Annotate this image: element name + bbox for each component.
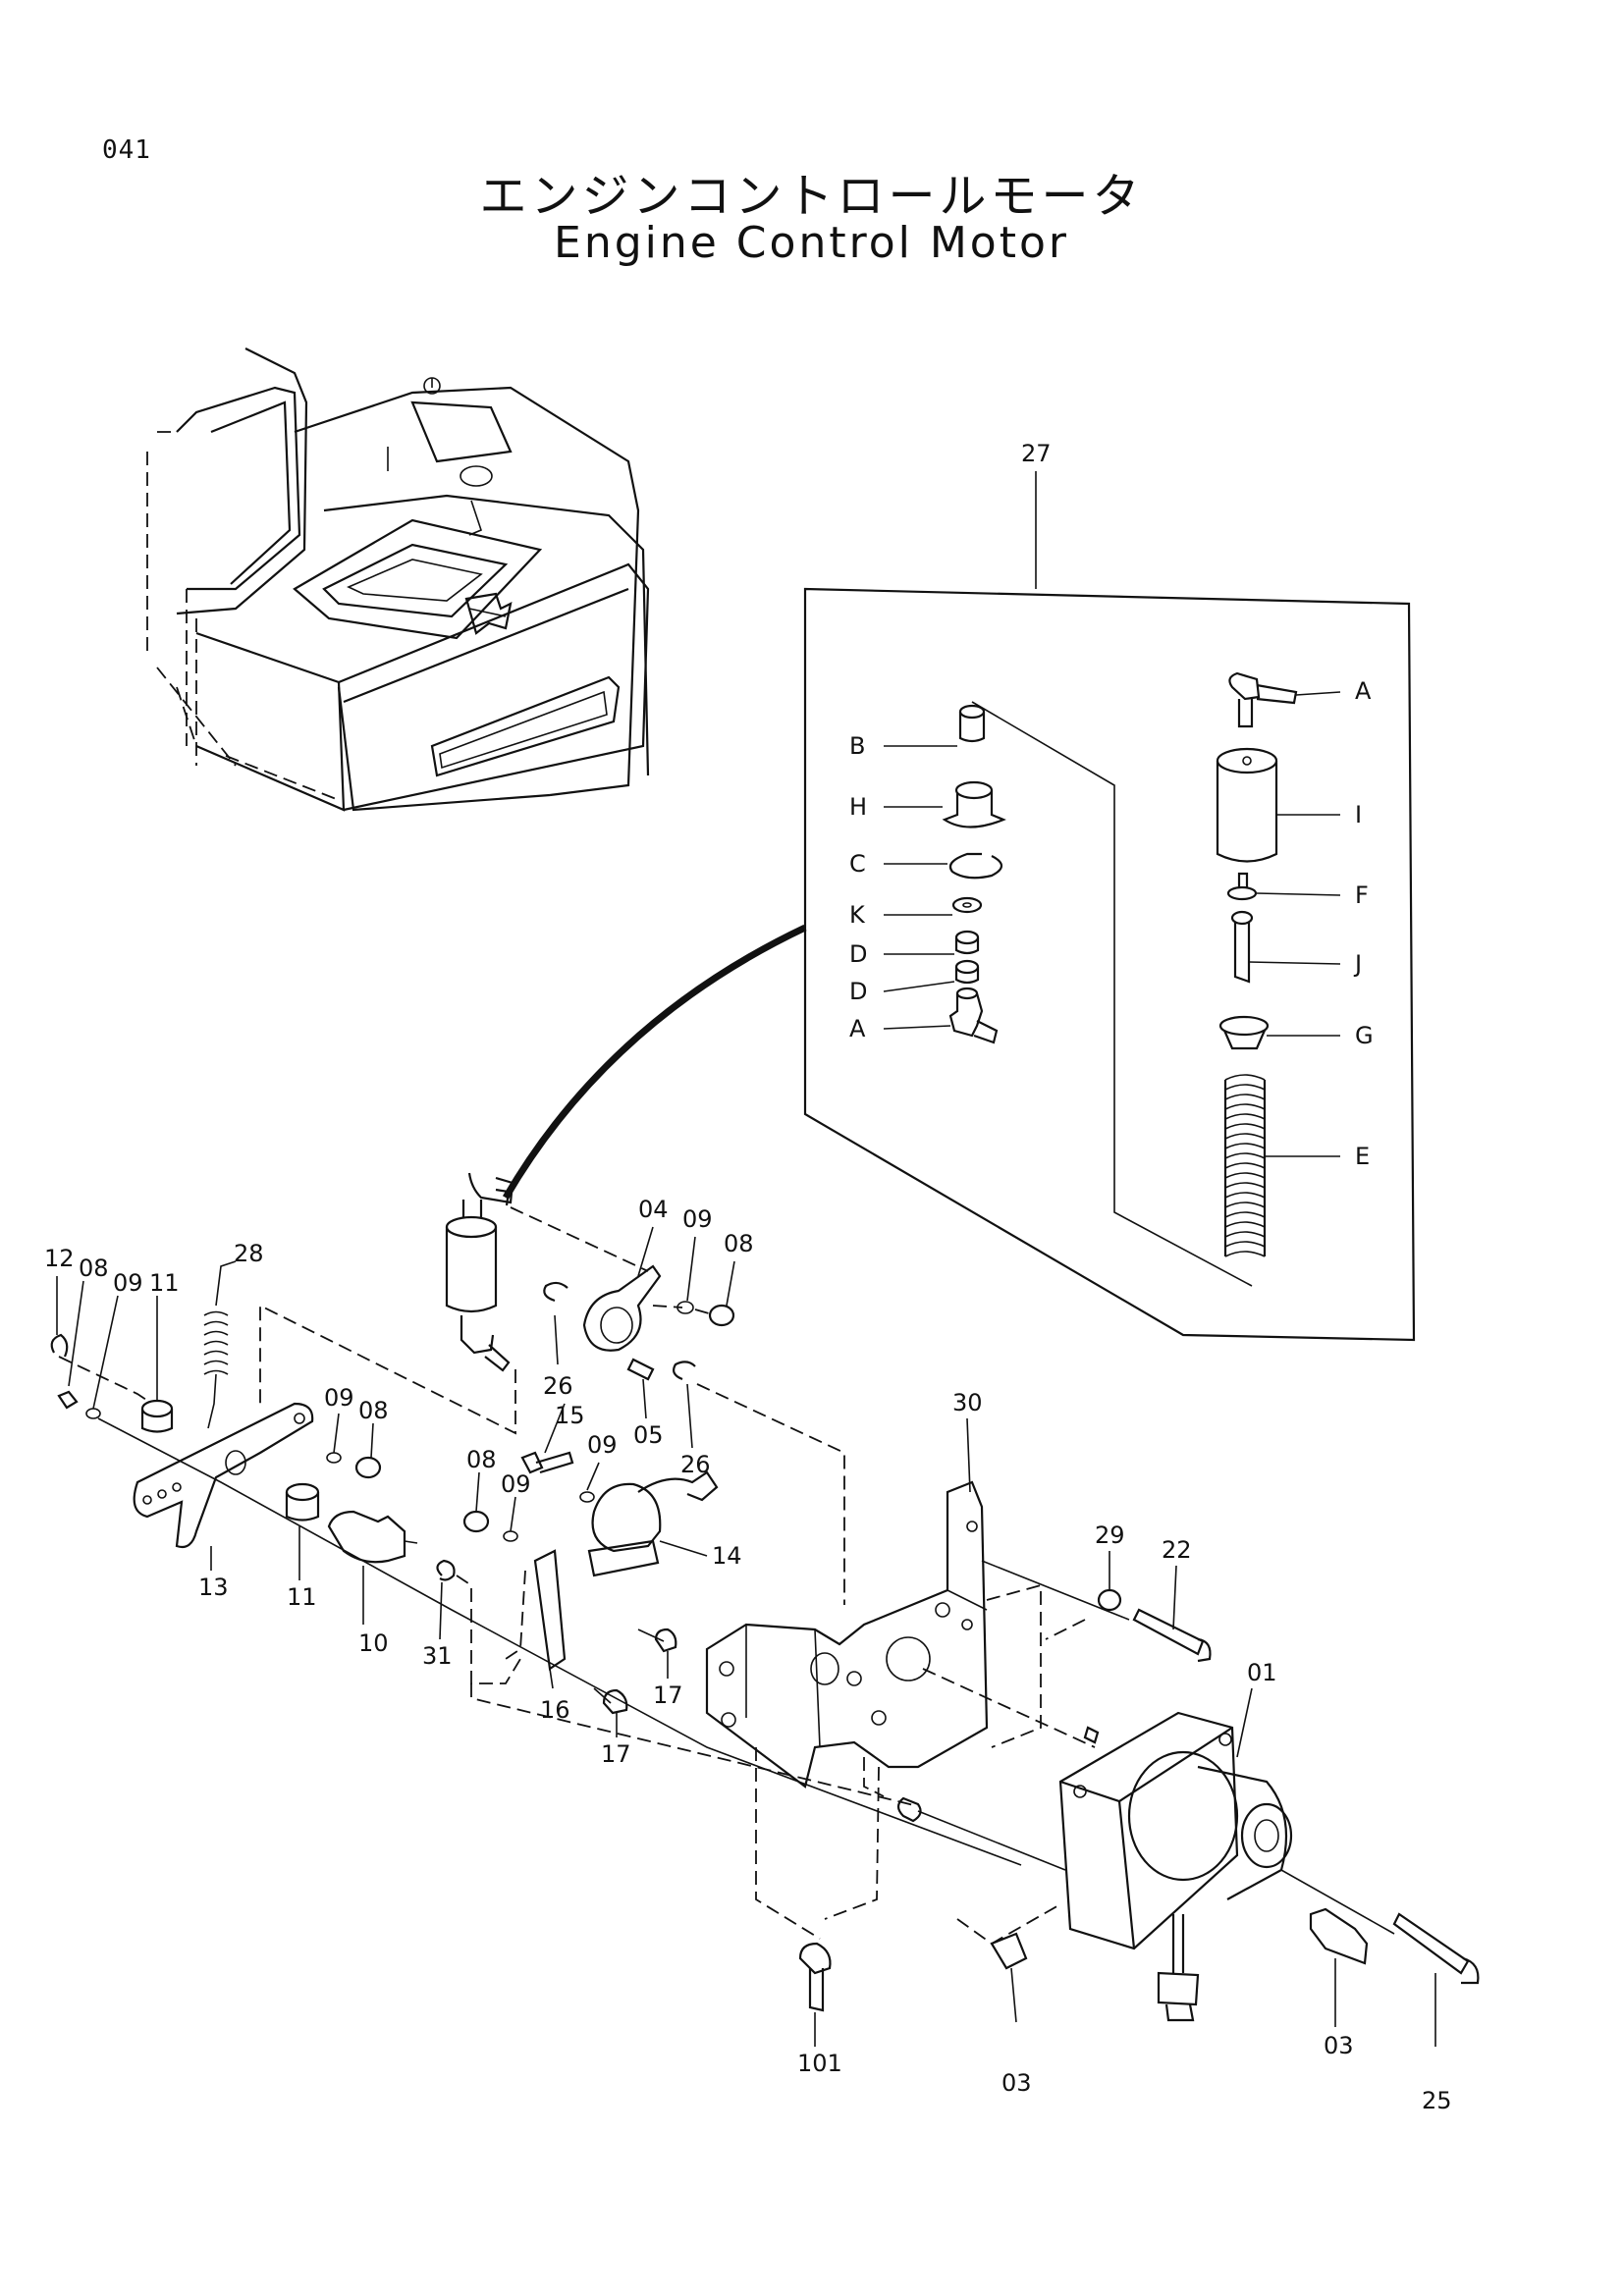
callout-label: F — [1355, 881, 1369, 909]
page-title-english: Engine Control Motor — [554, 218, 1069, 268]
callout-label: I — [1355, 801, 1362, 828]
callout-label: 09 — [113, 1269, 143, 1297]
callout-labels: 27 A B H C K D D A I F J G E 12 08 09 11… — [44, 440, 1452, 2114]
callout-label: C — [849, 850, 866, 878]
callout-label: 27 — [1021, 440, 1052, 467]
callout-label: B — [849, 732, 865, 760]
callout-label: 26 — [680, 1451, 711, 1478]
callout-label: 08 — [358, 1397, 389, 1424]
kit-27-subview — [803, 471, 1416, 1342]
page-title-japanese: エンジンコントロールモータ — [479, 169, 1144, 224]
callout-label: 17 — [653, 1682, 683, 1709]
callout-label: H — [849, 793, 867, 821]
callout-label: 03 — [1324, 2032, 1354, 2059]
callout-label: G — [1355, 1022, 1374, 1049]
callout-label: 05 — [633, 1421, 664, 1449]
callout-label: 11 — [287, 1583, 317, 1611]
callout-label: 16 — [540, 1696, 570, 1724]
callout-label: 13 — [198, 1574, 229, 1601]
callout-label: J — [1353, 950, 1362, 978]
control-cable — [502, 924, 807, 1200]
callout-label: 14 — [712, 1542, 742, 1570]
callout-label: 08 — [466, 1446, 497, 1473]
callout-label: 03 — [1001, 2069, 1032, 2097]
callout-label: 29 — [1095, 1522, 1125, 1549]
callout-label: 31 — [422, 1642, 453, 1670]
callout-label: 09 — [324, 1384, 354, 1412]
callout-label: 22 — [1162, 1536, 1192, 1564]
spring-E — [1223, 1074, 1340, 1257]
callout-label: 25 — [1422, 2087, 1452, 2114]
callout-label: 10 — [358, 1629, 389, 1657]
callout-label: 04 — [638, 1196, 669, 1223]
callout-label: 28 — [234, 1240, 264, 1267]
callout-label: D — [849, 940, 867, 968]
callout-label: 01 — [1247, 1659, 1277, 1686]
callout-label: A — [849, 1015, 866, 1042]
callout-label: 09 — [682, 1205, 713, 1233]
callout-label: 30 — [952, 1389, 983, 1416]
callout-label: 101 — [797, 2050, 842, 2077]
main-assembly — [50, 1172, 1480, 2047]
callout-label: 15 — [555, 1402, 585, 1429]
callout-label: A — [1355, 677, 1372, 705]
callout-label: 09 — [501, 1470, 531, 1498]
callout-label: 26 — [543, 1372, 573, 1400]
callout-label: K — [849, 901, 866, 929]
callout-label: 12 — [44, 1245, 75, 1272]
callout-label: 08 — [724, 1230, 754, 1257]
callout-label: 08 — [79, 1255, 109, 1282]
callout-label: 11 — [149, 1269, 180, 1297]
callout-label: 17 — [601, 1740, 631, 1768]
callout-label: D — [849, 978, 867, 1005]
machine-location-view — [146, 347, 650, 812]
page-number: 041 — [102, 135, 151, 165]
callout-label: E — [1355, 1143, 1370, 1170]
callout-label: 09 — [587, 1431, 618, 1459]
